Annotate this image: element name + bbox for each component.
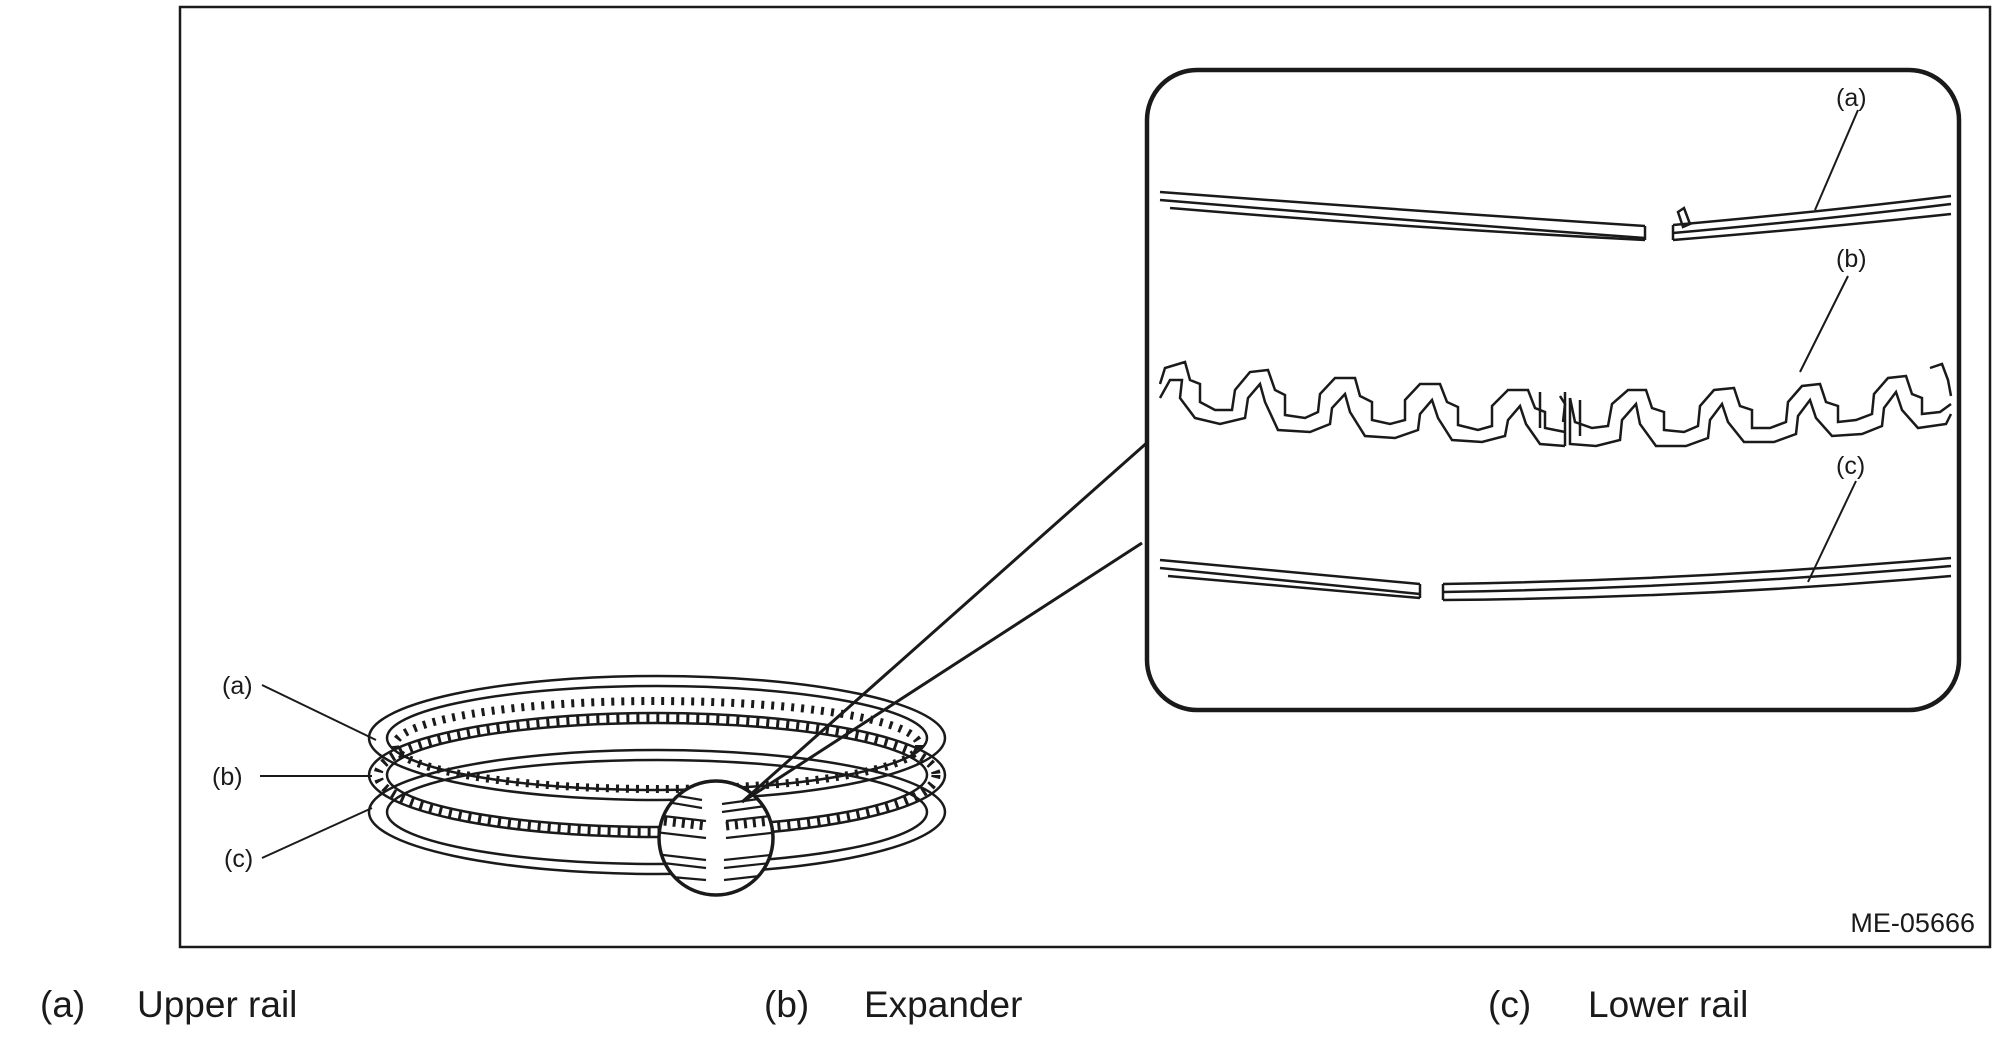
zoom-leaders [741,438,1151,804]
expander-detail [1158,360,1953,448]
legend-label: Upper rail [137,984,298,1025]
figure-id: ME-05666 [1850,908,1975,938]
callout-leader-b-detail [1799,275,1849,373]
callout-b: (b) [212,763,243,791]
callout-leader-a [261,684,377,741]
legend-key: (c) [1488,984,1532,1025]
detail-box: (a) (b) (c) [1144,67,1962,713]
expander [367,711,947,839]
callout-c-detail: (c) [1836,452,1865,480]
callout-b-detail: (b) [1836,245,1867,273]
upper-rail [367,674,947,802]
callout-c: (c) [224,845,253,873]
lower-rail-detail [1159,556,1952,602]
callout-leader-c [261,807,373,859]
ring-set [367,674,947,876]
figure-frame [178,5,1992,949]
legend-label: Expander [864,984,1023,1025]
lower-rail [367,748,947,876]
callout-leader-a-detail [1814,109,1859,211]
upper-rail-detail [1159,190,1952,242]
legend-key: (a) [40,984,86,1025]
expander-hatch [391,697,923,793]
callout-leader-c-detail [1807,480,1857,583]
magnifier [657,779,775,897]
callout-a: (a) [222,672,253,700]
legend-key: (b) [764,984,810,1025]
callout-a-detail: (a) [1836,84,1867,112]
legend-label: Lower rail [1588,984,1749,1025]
